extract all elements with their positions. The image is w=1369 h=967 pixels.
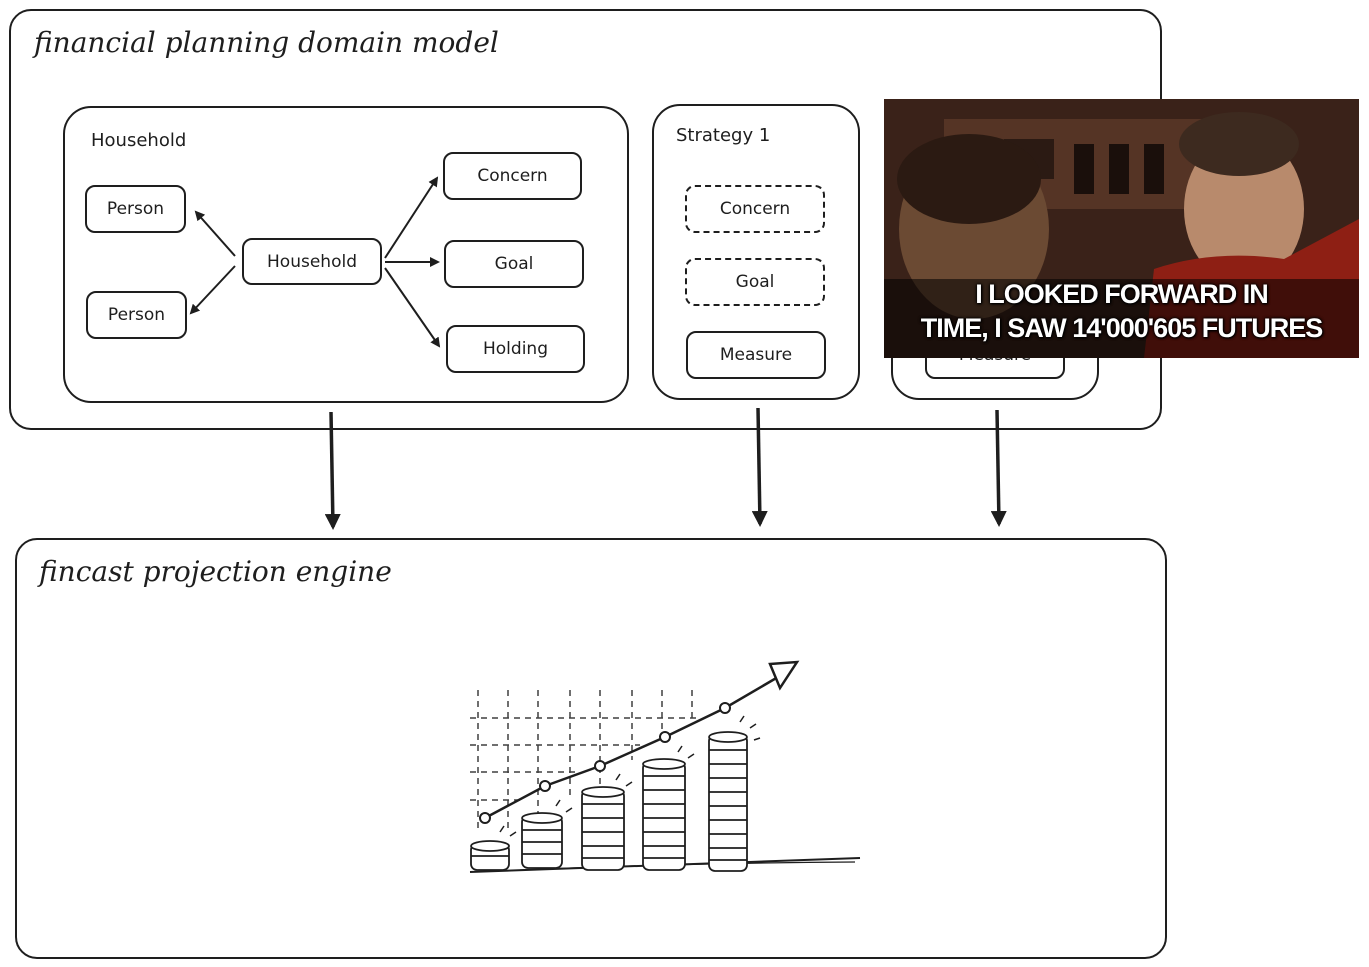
domain-model-title: financial planning domain model: [34, 26, 499, 59]
meme-caption: I LOOKED FORWARD IN TIME, I SAW 14'000'6…: [884, 277, 1359, 345]
projection-engine-title: fincast projection engine: [39, 555, 392, 588]
household-node: Household: [242, 238, 382, 285]
projection-engine-container: [15, 538, 1167, 959]
person-node-1: Person: [85, 185, 186, 233]
concern-node: Concern: [443, 152, 582, 200]
strategy-concern-node: Concern: [685, 185, 825, 233]
strategy-measure-node: Measure: [686, 331, 826, 379]
strategy-group-label: Strategy 1: [676, 125, 771, 146]
meme-scene-icon: [884, 99, 1359, 358]
strategy-goal-node: Goal: [685, 258, 825, 306]
person-node-2: Person: [86, 291, 187, 339]
holding-node: Holding: [446, 325, 585, 373]
meme-image: I LOOKED FORWARD IN TIME, I SAW 14'000'6…: [884, 99, 1359, 358]
goal-node: Goal: [444, 240, 584, 288]
meme-caption-line-1: I LOOKED FORWARD IN: [975, 279, 1269, 309]
household-group-label: Household: [91, 130, 187, 151]
meme-caption-line-2: TIME, I SAW 14'000'605 FUTURES: [920, 313, 1323, 343]
